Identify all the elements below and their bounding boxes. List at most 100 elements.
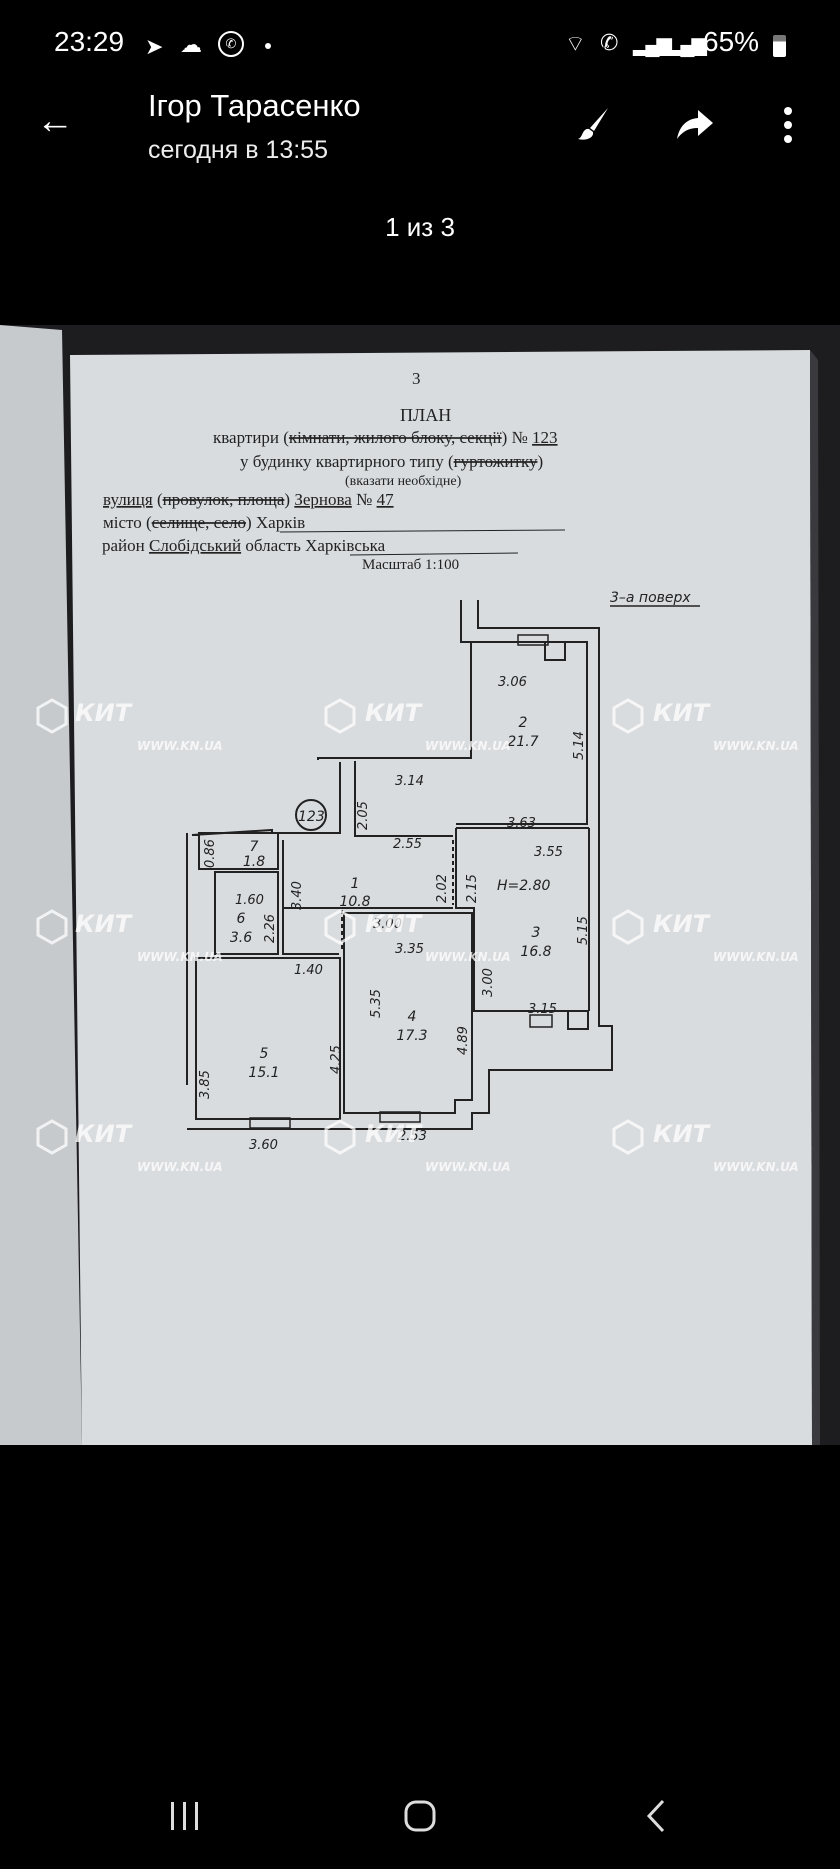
room-4-area: 17.3	[396, 1028, 427, 1044]
svg-text:3.40: 3.40	[290, 881, 305, 910]
svg-text:2.15: 2.15	[465, 874, 480, 903]
room-1-number: 1	[351, 876, 360, 892]
street-value: Зернова	[294, 490, 352, 509]
svg-text:КИТ: КИТ	[365, 699, 423, 727]
svg-text:WWW.KN.UA: WWW.KN.UA	[137, 1160, 223, 1174]
room-3-number: 3	[532, 925, 541, 941]
svg-text:2.05: 2.05	[356, 801, 371, 830]
svg-text:3.63: 3.63	[507, 816, 536, 831]
message-time: сегодня в 13:55	[148, 136, 328, 164]
plan-marker: 123	[298, 809, 325, 825]
svg-text:3.06: 3.06	[498, 675, 527, 690]
svg-text:вулиця (провулок, площа) Зер: вулиця (провулок, площа) Зернова № 47	[103, 490, 394, 509]
ceiling-height: H=2.80	[497, 878, 551, 894]
svg-text:5.15: 5.15	[576, 916, 591, 945]
watermark: КИТ КИТ КИТ КИТ КИТ КИТ КИТ КИТ КИТ WWW.KN.UA W…	[36, 698, 799, 1174]
svg-text:КИТ: КИТ	[75, 699, 133, 727]
svg-text:КИТ: КИТ	[653, 699, 711, 727]
floor-plan	[186, 600, 700, 1130]
telegram-icon: ➤	[145, 34, 164, 59]
wifi-icon: ⌔	[565, 31, 586, 56]
city-value: Харків	[256, 513, 305, 532]
brush-icon[interactable]	[576, 106, 612, 142]
room-2-area: 21.7	[507, 734, 538, 750]
svg-text:5.14: 5.14	[572, 731, 587, 760]
svg-text:WWW.KN.UA: WWW.KN.UA	[713, 950, 799, 964]
battery-icon	[773, 35, 786, 57]
svg-text:КИТ: КИТ	[365, 910, 423, 938]
home-icon[interactable]	[403, 1799, 437, 1833]
svg-text:3.35: 3.35	[395, 942, 424, 957]
svg-text:0.86: 0.86	[203, 839, 218, 868]
svg-text:1.60: 1.60	[235, 893, 264, 908]
room-5-area: 15.1	[248, 1065, 279, 1081]
svg-text:WWW.KN.UA: WWW.KN.UA	[425, 950, 511, 964]
room-7-number: 7	[250, 839, 259, 855]
share-icon[interactable]	[676, 108, 714, 140]
svg-text:3.00: 3.00	[481, 968, 496, 997]
svg-text:1.40: 1.40	[294, 963, 323, 978]
svg-text:місто (селище, село) Харків: місто (селище, село) Харків	[103, 513, 305, 532]
room-6-number: 6	[237, 911, 246, 927]
paper-page	[70, 350, 812, 1445]
dimensions: 3.06 5.14 3.14 2.05 3.63 2.55 3.55 2.02 …	[198, 675, 591, 1153]
svg-text:WWW.KN.UA: WWW.KN.UA	[713, 1160, 799, 1174]
room-5-number: 5	[260, 1046, 269, 1062]
svg-text:Масштаб 1:100: Масштаб 1:100	[362, 557, 459, 573]
apartment-number: 123	[532, 428, 558, 447]
svg-text:2.02: 2.02	[435, 874, 450, 903]
room-2-number: 2	[519, 715, 528, 731]
svg-text:3.60: 3.60	[249, 1138, 278, 1153]
svg-text:КИТ: КИТ	[653, 1120, 711, 1148]
svg-text:3.15: 3.15	[528, 1002, 557, 1017]
more-vertical-icon[interactable]	[783, 106, 793, 144]
svg-text:WWW.KN.UA: WWW.KN.UA	[425, 1160, 511, 1174]
doc-title: ПЛАН	[400, 405, 451, 425]
svg-text:КИТ: КИТ	[653, 910, 711, 938]
svg-text:квартири (кімнати, жилого блок: квартири (кімнати, жилого блоку, секції)…	[213, 428, 558, 447]
svg-text:WWW.KN.UA: WWW.KN.UA	[137, 739, 223, 753]
svg-text:(вказати необхідне): (вказати необхідне)	[345, 474, 462, 489]
page-number: 3	[412, 369, 421, 388]
wifi-call-icon: ✆	[600, 30, 619, 55]
battery-percent: 65%	[703, 26, 760, 57]
recent-apps-icon[interactable]	[168, 1800, 202, 1832]
contact-name: Ігор Тарасенко	[148, 88, 361, 123]
svg-text:у будинку квартирного типу (гу: у будинку квартирного типу (гуртожитку)	[240, 452, 543, 471]
svg-text:3.55: 3.55	[534, 845, 563, 860]
dot-icon	[265, 43, 271, 49]
svg-text:2.53: 2.53	[398, 1129, 427, 1144]
cloud-icon: ☁	[180, 32, 202, 57]
signal-icon: ▂▄▆	[668, 34, 707, 56]
svg-text:3.85: 3.85	[198, 1070, 213, 1099]
image-counter: 1 из 3	[385, 212, 455, 242]
room-6-area: 3.6	[230, 930, 252, 946]
signal-icon: ▂▄▆	[633, 34, 672, 56]
nav-back-icon[interactable]	[645, 1799, 669, 1833]
room-1-area: 10.8	[339, 894, 370, 910]
floor-plan-document: 3 ПЛАН квартири (кімнати, жилого блоку, …	[0, 325, 840, 1445]
floor-label: 3–а поверх	[610, 590, 691, 606]
photo-viewer[interactable]: 3 ПЛАН квартири (кімнати, жилого блоку, …	[0, 325, 840, 1445]
viber-icon: ✆	[218, 31, 244, 57]
svg-text:КИТ: КИТ	[365, 1120, 423, 1148]
svg-text:2.26: 2.26	[263, 914, 278, 943]
svg-text:WWW.KN.UA: WWW.KN.UA	[425, 739, 511, 753]
svg-text:WWW.KN.UA: WWW.KN.UA	[713, 739, 799, 753]
svg-text:4.25: 4.25	[329, 1045, 344, 1074]
svg-text:5.35: 5.35	[369, 989, 384, 1018]
svg-text:2.55: 2.55	[393, 837, 422, 852]
svg-text:КИТ: КИТ	[75, 1120, 133, 1148]
status-time: 23:29	[54, 26, 125, 57]
room-7-area: 1.8	[243, 854, 265, 870]
back-arrow-icon[interactable]: ←	[36, 100, 74, 142]
svg-text:WWW.KN.UA: WWW.KN.UA	[137, 950, 223, 964]
svg-text:КИТ: КИТ	[75, 910, 133, 938]
svg-text:район Слобідський область: район Слобідський область Харківська	[102, 536, 386, 555]
svg-text:4.89: 4.89	[456, 1026, 471, 1055]
previous-page	[0, 325, 82, 1445]
room-4-number: 4	[408, 1009, 417, 1025]
room-3-area: 16.8	[520, 944, 551, 960]
svg-text:3.14: 3.14	[395, 774, 424, 789]
svg-text:3.00: 3.00	[373, 917, 402, 932]
